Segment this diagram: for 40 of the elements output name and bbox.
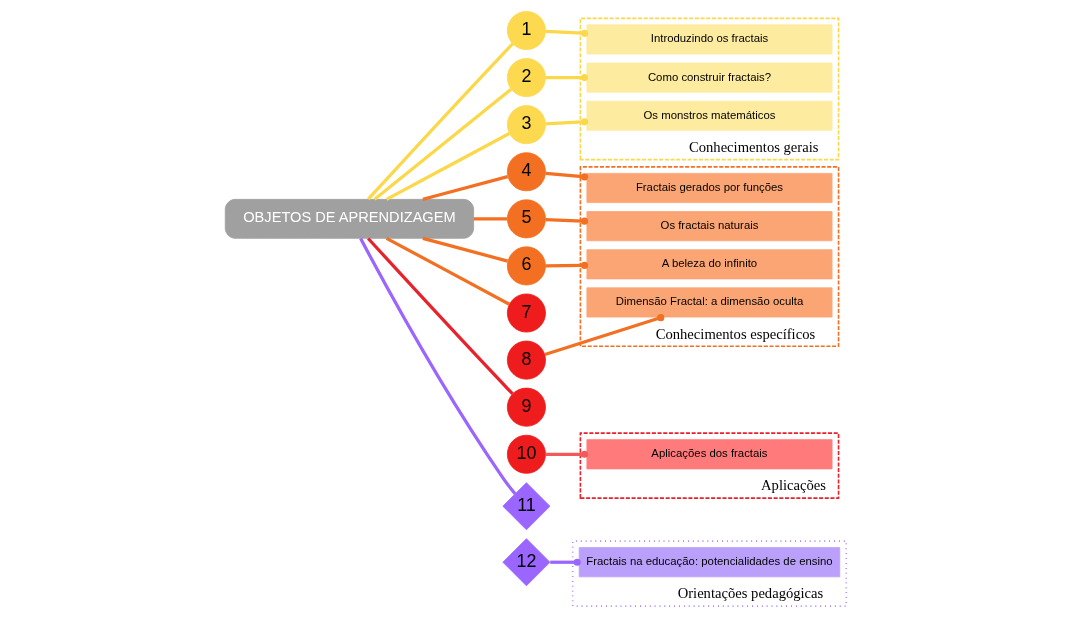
- connector: [545, 171, 589, 181]
- node-circle: 4: [506, 152, 546, 192]
- node-box: Introduzindo os fractais: [586, 24, 833, 55]
- node-box: OBJETOS DE APRENDIZAGEM: [224, 198, 475, 239]
- connector: [373, 87, 513, 201]
- node-circle: 7: [506, 293, 546, 333]
- node-circle: 3: [506, 105, 546, 145]
- node-circle: 1: [506, 11, 546, 50]
- connector: [550, 558, 581, 566]
- connector: [422, 236, 509, 263]
- connector: [367, 42, 514, 201]
- node-circle: 6: [506, 246, 546, 286]
- connector: [422, 175, 509, 201]
- node-box: Aplicações dos fractais: [586, 439, 833, 470]
- node-circle: 2: [506, 58, 546, 98]
- connector: [359, 237, 517, 495]
- node-box: Fractais gerados por funções: [586, 173, 833, 203]
- node-diamond: 12: [502, 538, 551, 587]
- connector: [545, 74, 589, 82]
- node-box: Como construir fractais?: [586, 62, 833, 93]
- connector: [545, 29, 589, 37]
- node-box: A beleza do infinito: [586, 249, 833, 280]
- node-box: Os fractais naturais: [586, 211, 833, 242]
- connector: [367, 237, 514, 395]
- connector: [545, 450, 589, 458]
- node-circle: 9: [506, 387, 546, 427]
- node-circle: 10: [506, 434, 546, 474]
- node-box: Os monstros matemáticos: [586, 100, 833, 131]
- connector: [544, 314, 665, 356]
- node-box: Dimensão Fractal: a dimensão oculta: [586, 287, 833, 318]
- connector: [545, 261, 589, 269]
- connector: [385, 236, 511, 306]
- connector: [545, 118, 589, 126]
- node-circle: 5: [506, 199, 546, 239]
- node-circle: 8: [506, 340, 546, 380]
- connector: [545, 217, 589, 225]
- connector: [473, 217, 508, 221]
- node-box: Fractais na educação: potencialidades de ensino: [578, 547, 841, 578]
- connector: [385, 131, 511, 201]
- node-diamond: 11: [502, 482, 551, 531]
